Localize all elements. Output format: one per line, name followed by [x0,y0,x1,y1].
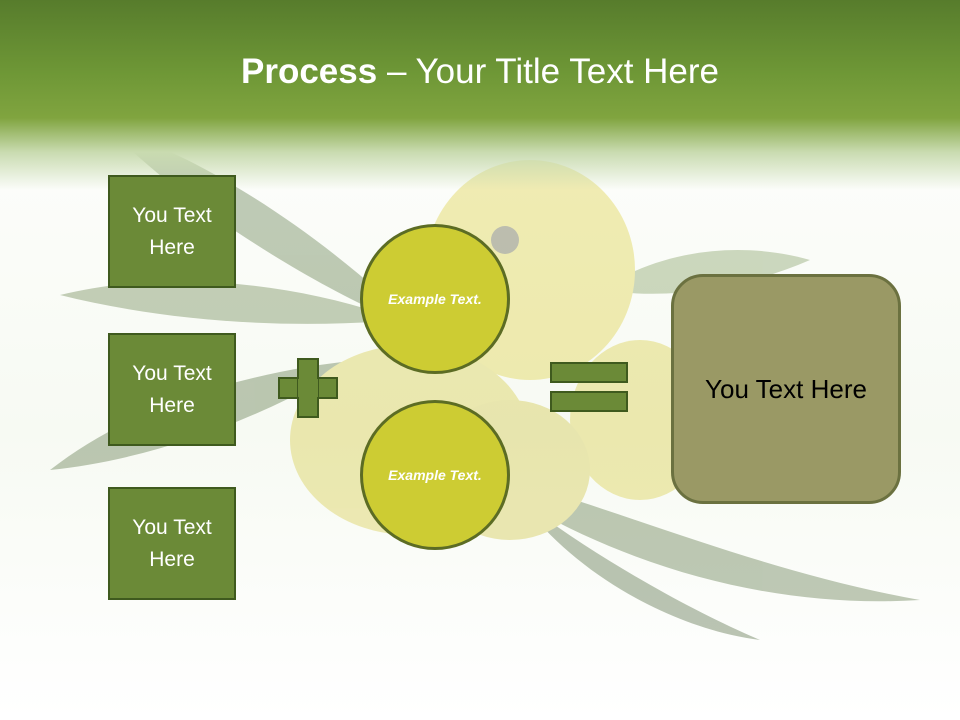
result-box-label: You Text Here [705,373,867,404]
header-band [0,0,960,190]
equals-icon-bottom-bar [550,391,628,412]
left-box-1-label: You Text Here [132,203,212,259]
example-circle-1[interactable]: Example Text. [360,224,510,374]
left-box-1[interactable]: You Text Here [108,175,236,288]
left-box-3[interactable]: You Text Here [108,487,236,600]
olive-stem-spot [491,226,519,254]
left-box-2-label: You Text Here [132,361,212,417]
title-bold: Process [241,52,378,91]
example-circle-1-label: Example Text. [388,290,482,307]
example-circle-2[interactable]: Example Text. [360,400,510,550]
left-box-3-label: You Text Here [132,515,212,571]
left-box-2[interactable]: You Text Here [108,333,236,446]
slide-title: Process – Your Title Text Here [0,52,960,92]
olive-leaf-right [600,250,810,294]
olive-leaf-lower-right [470,470,920,602]
result-box[interactable]: You Text Here [671,274,901,504]
equals-icon-top-bar [550,362,628,383]
olive-leaf-left [60,281,400,324]
example-circle-2-label: Example Text. [388,466,482,483]
title-rest: – Your Title Text Here [377,52,719,91]
plus-icon-center [298,379,318,397]
